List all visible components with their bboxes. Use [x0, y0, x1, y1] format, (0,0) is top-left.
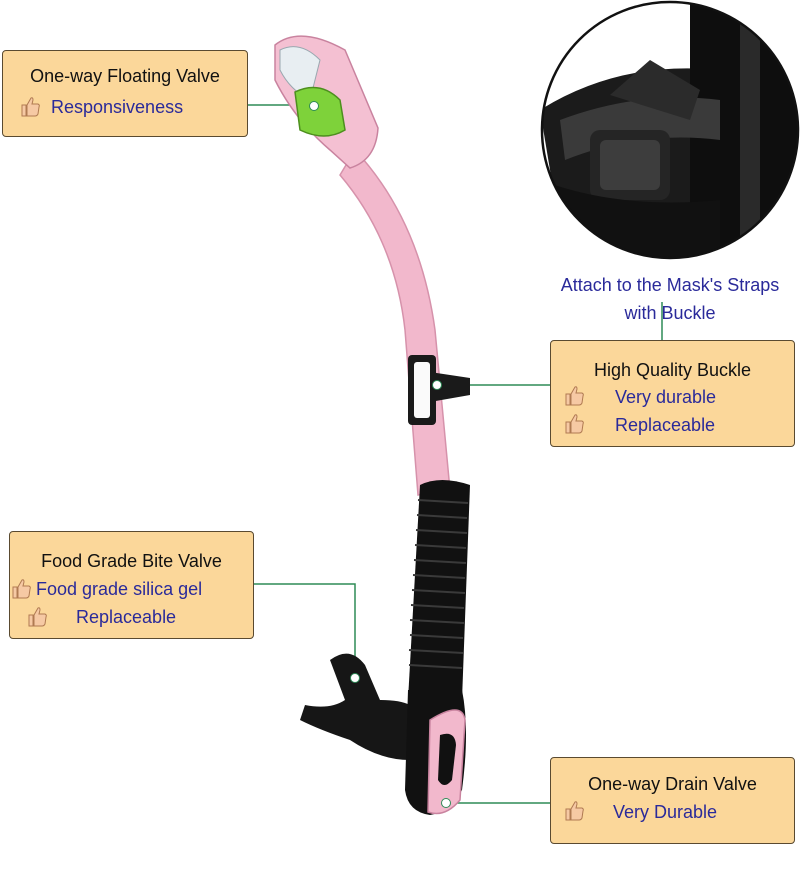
callout-title: Food Grade Bite Valve	[41, 551, 222, 571]
mask-closeup	[540, 0, 800, 260]
callout-drain-valve: One-way Drain Valve Very Durable	[550, 757, 795, 844]
callout-feature: Responsiveness	[51, 97, 184, 117]
callout-bite-valve: Food Grade Bite Valve Food grade silica …	[9, 531, 254, 639]
mask-caption-line1: Attach to the Mask's Straps	[560, 275, 780, 295]
thumbs-up-icon	[565, 801, 584, 821]
mask-caption-line2: with Buckle	[624, 303, 716, 323]
thumbs-up-icon	[28, 607, 47, 627]
callout-feature: Very durable	[615, 387, 717, 407]
thumbs-up-icon	[565, 414, 584, 434]
drain-valve	[405, 690, 466, 815]
thumbs-up-icon	[565, 386, 584, 406]
bite-valve	[300, 653, 410, 760]
thumbs-up-icon	[12, 579, 31, 599]
callout-feature: Replaceable	[76, 607, 177, 627]
floating-valve	[294, 86, 346, 137]
callout-feature: Food grade silica gel	[36, 579, 203, 599]
flex-hose	[408, 480, 470, 700]
snorkel-tube	[339, 148, 451, 496]
buckle	[408, 355, 470, 425]
callout-title: One-way Floating Valve	[30, 66, 220, 86]
callout-title: High Quality Buckle	[593, 360, 752, 380]
snorkel: WACOOL	[274, 35, 470, 815]
callout-feature: Very Durable	[613, 802, 718, 822]
callout-buckle: High Quality Buckle Very durable Replace…	[550, 340, 795, 447]
callout-floating-valve: One-way Floating Valve Responsiveness	[2, 50, 248, 137]
thumbs-up-icon	[21, 97, 40, 117]
leader-line-bite-valve	[254, 583, 356, 678]
callout-feature: Replaceable	[615, 415, 716, 435]
callout-title: One-way Drain Valve	[588, 774, 757, 794]
